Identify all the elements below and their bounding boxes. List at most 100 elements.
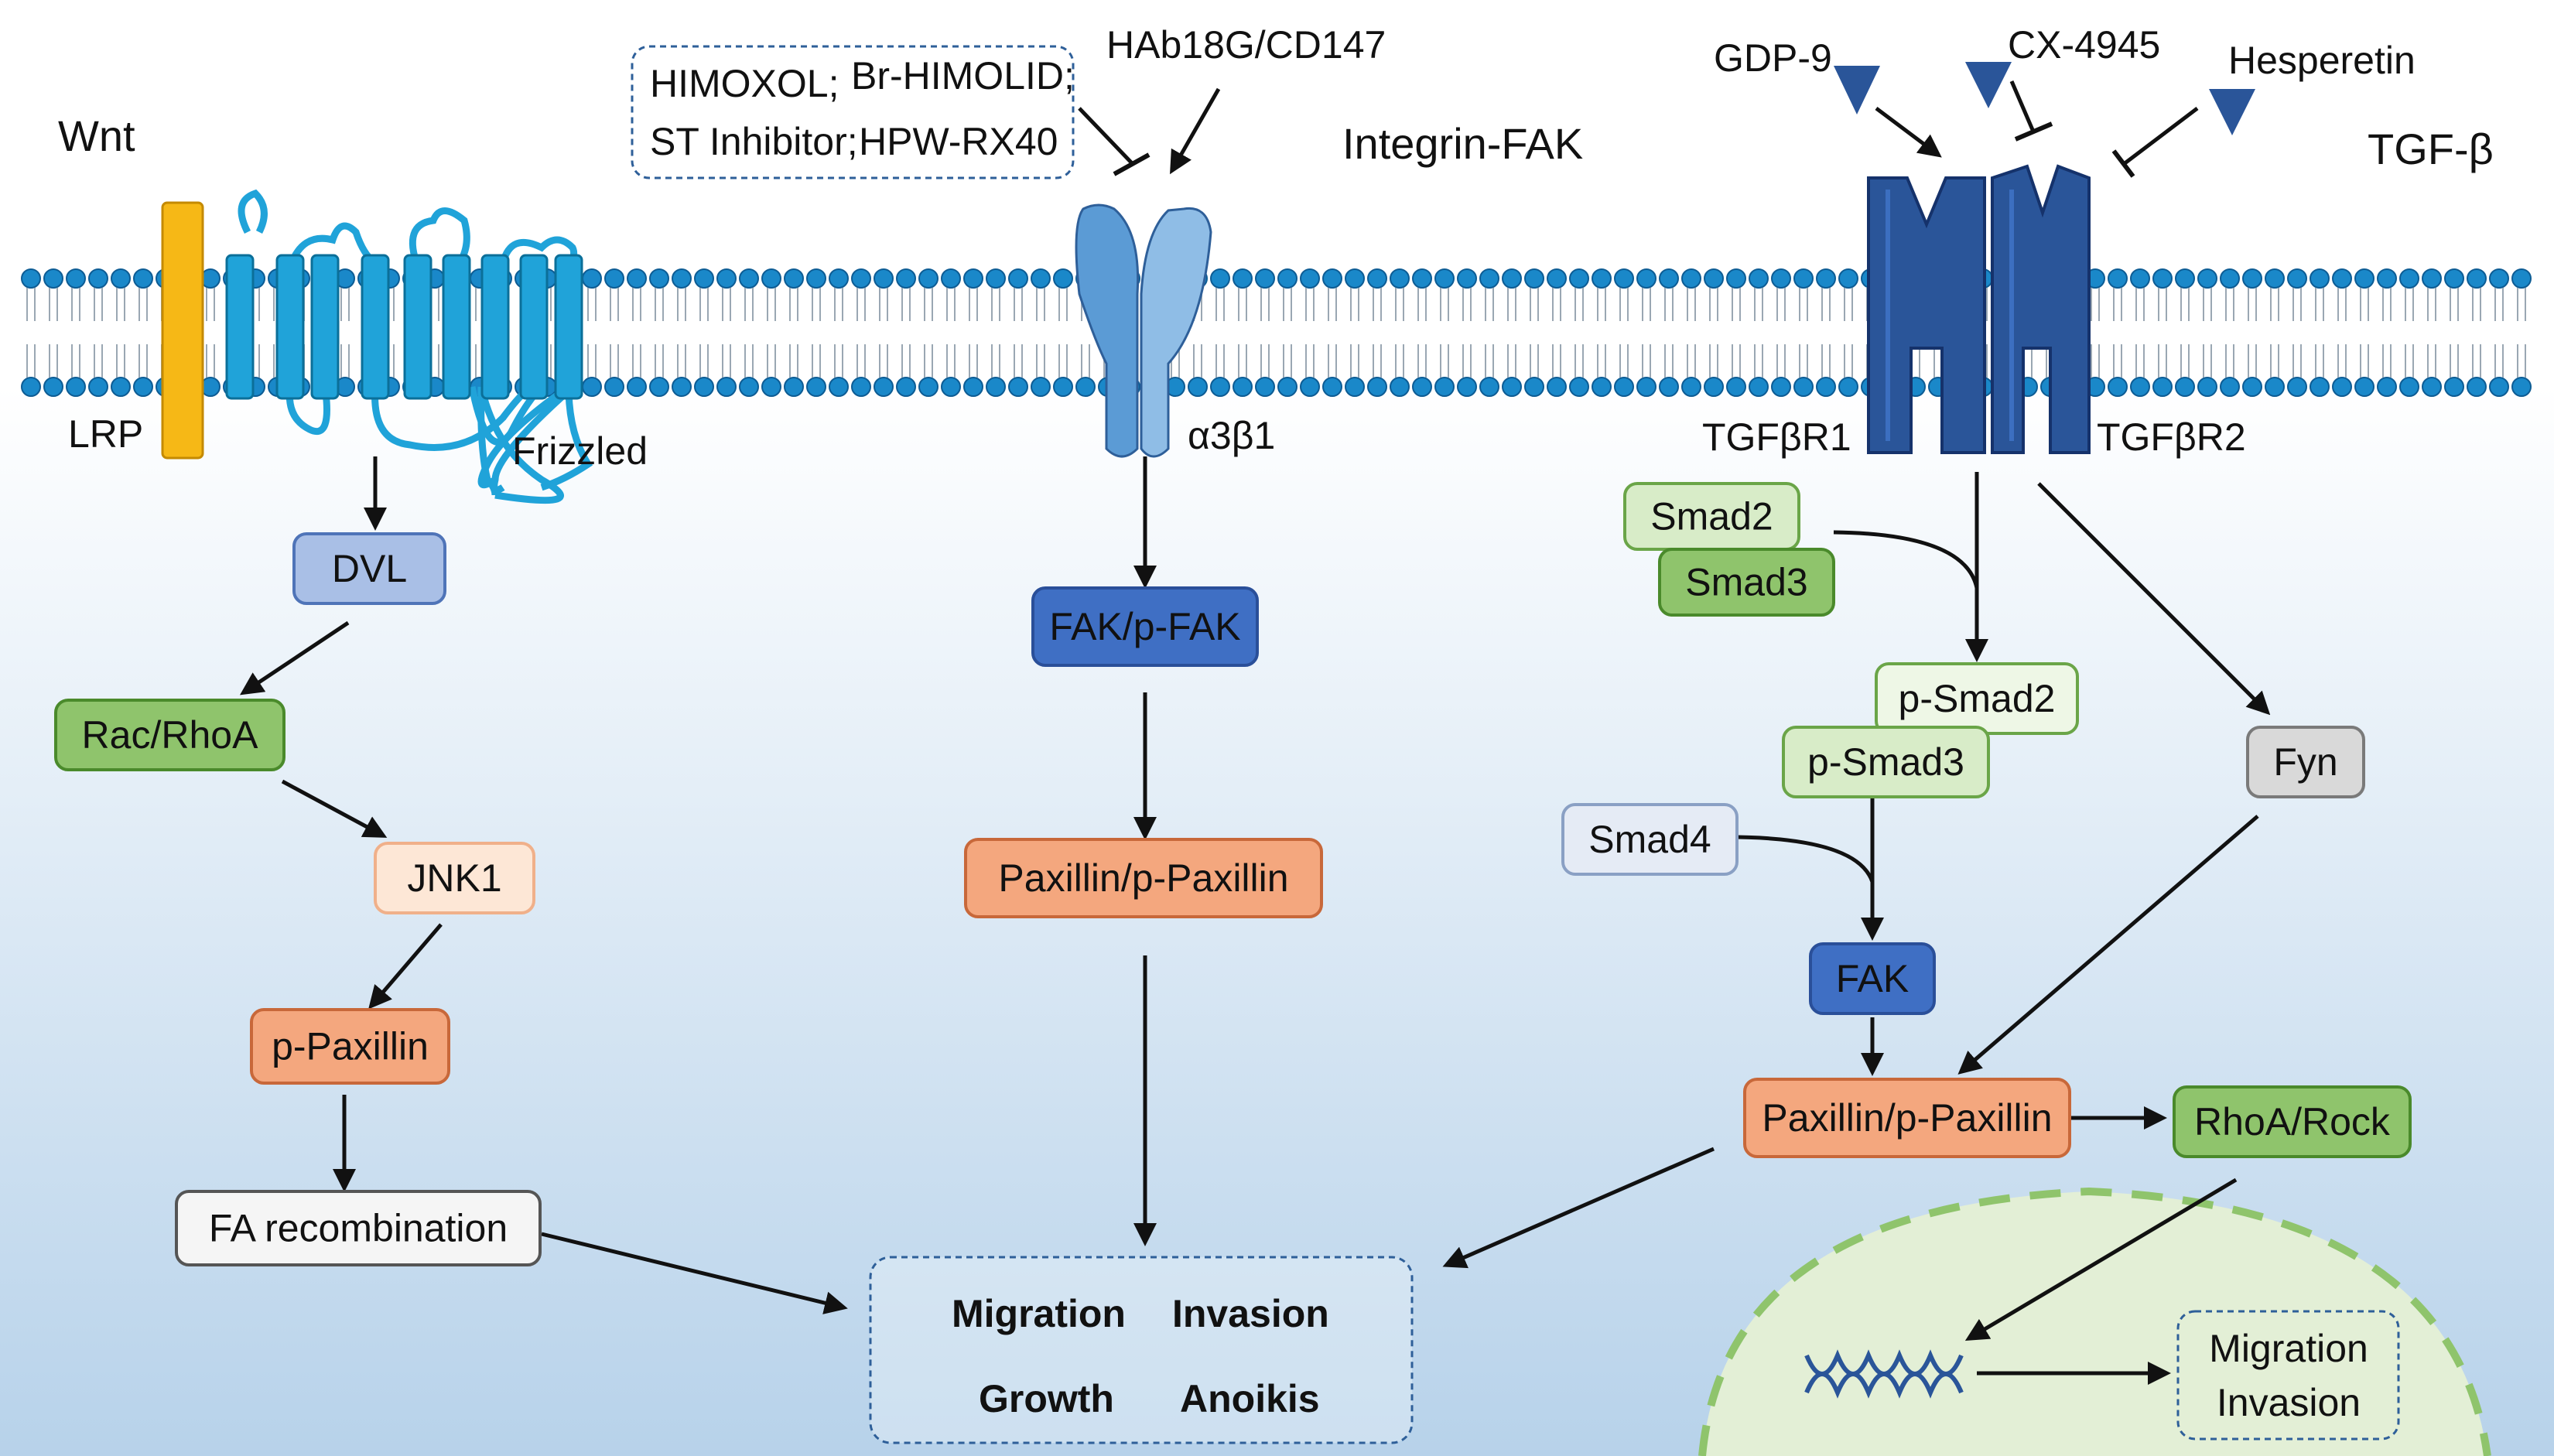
lipid-head	[1322, 268, 1342, 289]
lipid-tail	[767, 288, 776, 321]
lipid-head	[1793, 268, 1814, 289]
smad4-box-shape	[1561, 803, 1739, 876]
lipid-tail	[1440, 344, 1449, 378]
lipid-tail	[2113, 344, 2122, 378]
lipid-head	[806, 377, 826, 397]
frizzled-helix	[275, 254, 305, 400]
frizzled-label: Frizzled	[512, 429, 648, 473]
lipid-tail	[632, 288, 641, 321]
lipid-head	[1524, 377, 1544, 397]
lipid-tail	[946, 344, 956, 378]
lipid-tail	[610, 344, 619, 378]
lipid-tail	[2270, 288, 2279, 321]
lipid-head	[1659, 268, 1679, 289]
lipid-tail	[1664, 344, 1674, 378]
lipid-tail	[138, 288, 148, 321]
lipid-head	[43, 377, 63, 397]
lipid-head	[2152, 377, 2173, 397]
fak-pfak-box: FAK/p-FAK	[1031, 586, 1259, 667]
lipid-head	[1345, 377, 1365, 397]
fyn-box: Fyn	[2246, 726, 2365, 798]
paxillin-right-box-shape	[1743, 1078, 2071, 1158]
lipid-head	[1726, 377, 1746, 397]
lipid-tail	[2382, 288, 2392, 321]
lipid-head	[1681, 268, 1701, 289]
lipid-tail	[722, 344, 731, 378]
lipid-head	[1816, 268, 1836, 289]
lipid-tail	[340, 344, 350, 378]
lipid-tail	[1238, 344, 1247, 378]
lipid-head	[1457, 377, 1477, 397]
lipid-head	[672, 377, 692, 397]
lipid-head	[1838, 377, 1858, 397]
lipid-head	[1479, 268, 1499, 289]
rac-rhoa-box-label: Rac/RhoA	[82, 713, 259, 757]
dna-icon	[1804, 1349, 1964, 1399]
p-paxillin-box-shape	[250, 1008, 450, 1085]
outcome-migration: Migration	[952, 1292, 1126, 1335]
lipid-head	[1457, 268, 1477, 289]
lipid-tail	[1642, 288, 1651, 321]
lipid-tail	[901, 288, 911, 321]
lipid-tail	[2203, 288, 2212, 321]
lipid-tail	[2337, 344, 2347, 378]
lipid-head	[1771, 377, 1791, 397]
lipid-tail	[1215, 344, 1225, 378]
lipid-tail	[1036, 344, 1045, 378]
outcome-growth: Growth	[979, 1377, 1114, 1420]
lipid-tail	[1709, 288, 1718, 321]
lipid-tail	[1687, 288, 1696, 321]
lipid-head	[2310, 268, 2330, 289]
lipid-head	[2310, 377, 2330, 397]
lipid-head	[2444, 268, 2464, 289]
lipid-head	[896, 268, 916, 289]
smad2-box: Smad2	[1623, 482, 1800, 551]
cx4945-label: CX-4945	[2008, 23, 2160, 67]
p-smad3-box-shape	[1782, 726, 1990, 798]
lipid-head	[2287, 268, 2307, 289]
lipid-tail	[1328, 344, 1337, 378]
lipid-tail	[49, 288, 58, 321]
lipid-tail	[1507, 344, 1516, 378]
tgfbr2-label: TGFβR2	[2097, 415, 2246, 459]
lipid-tail	[2135, 344, 2145, 378]
lipid-head	[2130, 268, 2150, 289]
lipid-tail	[722, 288, 731, 321]
frizzled-helix	[361, 254, 390, 400]
lipid-head	[986, 377, 1006, 397]
fyn-box-shape	[2246, 726, 2365, 798]
smad2-box-label: Smad2	[1650, 495, 1773, 538]
lipid-head	[784, 268, 804, 289]
smad3-box-label: Smad3	[1685, 561, 1807, 604]
lipid-head	[1008, 377, 1028, 397]
lipid-tail	[2292, 344, 2302, 378]
paxillin-mid-box-label: Paxillin/p-Paxillin	[998, 856, 1288, 900]
lipid-tail	[1260, 288, 1270, 321]
lipid-tail	[1215, 288, 1225, 321]
lipid-tail	[924, 288, 933, 321]
lipid-tail	[1440, 288, 1449, 321]
lipid-head	[716, 377, 737, 397]
lipid-tail	[1193, 344, 1202, 378]
paxillin-right-box-label: Paxillin/p-Paxillin	[1762, 1096, 2052, 1140]
lipid-tail	[2180, 344, 2190, 378]
lipid-tail	[744, 344, 754, 378]
lipid-tail	[2270, 344, 2279, 378]
lipid-head	[716, 268, 737, 289]
lipid-head	[2511, 377, 2532, 397]
lipid-tail	[1462, 344, 1472, 378]
lipid-head	[2152, 268, 2173, 289]
hesperetin-label: Hesperetin	[2228, 39, 2416, 82]
lipid-head	[1636, 377, 1657, 397]
lipid-tail	[1507, 288, 1516, 321]
smad3-box: Smad3	[1658, 548, 1835, 617]
lipid-tail	[2248, 344, 2257, 378]
p-smad3-box: p-Smad3	[1782, 726, 1990, 798]
lipid-head	[784, 377, 804, 397]
lipid-head	[2332, 268, 2352, 289]
lipid-head	[2399, 377, 2419, 397]
smad4-box: Smad4	[1561, 803, 1739, 876]
lipid-tail	[699, 344, 709, 378]
lipid-tail	[2225, 344, 2234, 378]
dvl-box: DVL	[292, 532, 446, 605]
